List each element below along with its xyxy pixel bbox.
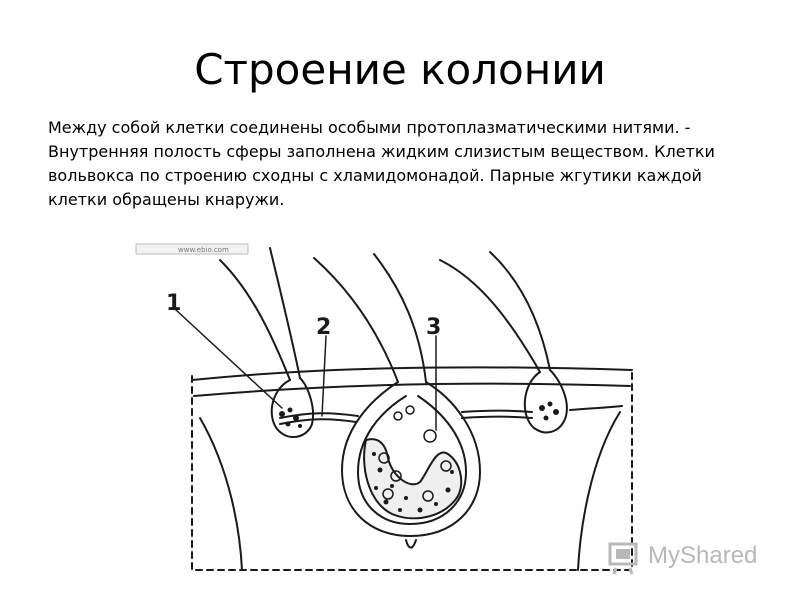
slide-body-text: Между собой клетки соединены особыми про… <box>48 118 715 209</box>
flagellum <box>269 247 301 379</box>
diagram-label-2: 2 <box>316 315 331 340</box>
flagellum <box>313 257 399 383</box>
leader-line-1 <box>175 309 283 409</box>
small-cell-right <box>523 369 568 434</box>
outer-surface-line <box>191 366 633 381</box>
inner-membrane-right <box>577 411 621 571</box>
cytoplasmic-strand <box>461 409 533 413</box>
cytoplasmic-strand <box>461 415 533 419</box>
source-strip <box>135 243 249 255</box>
diagram-label-1: 1 <box>166 291 181 316</box>
cytoplasmic-strand <box>279 412 359 419</box>
cytoplasmic-strand <box>279 418 357 425</box>
large-cell-outer <box>341 381 481 537</box>
flagellum <box>439 259 541 373</box>
watermark-logo-icon <box>608 542 638 575</box>
leader-line-2 <box>321 335 327 417</box>
dashed-boundary <box>191 369 633 571</box>
watermark: MyShared <box>604 536 784 576</box>
watermark-text: MyShared <box>648 542 758 569</box>
inner-membrane-left <box>199 417 243 571</box>
cytoplasmic-strand <box>569 405 623 411</box>
flagellum <box>489 251 551 371</box>
flagellum <box>219 259 291 381</box>
volvox-colony-diagram: 1 2 3 www.ebio.com <box>135 243 633 571</box>
daughter-colony <box>363 438 463 520</box>
small-cell-left <box>270 377 314 439</box>
diagram-label-3: 3 <box>426 315 441 340</box>
flagellum <box>373 253 427 383</box>
source-strip-text: www.ebio.com <box>178 246 229 254</box>
slide-title: Строение колонии <box>194 45 606 94</box>
large-cell-inner <box>357 395 467 525</box>
large-cell-tip <box>405 539 417 549</box>
